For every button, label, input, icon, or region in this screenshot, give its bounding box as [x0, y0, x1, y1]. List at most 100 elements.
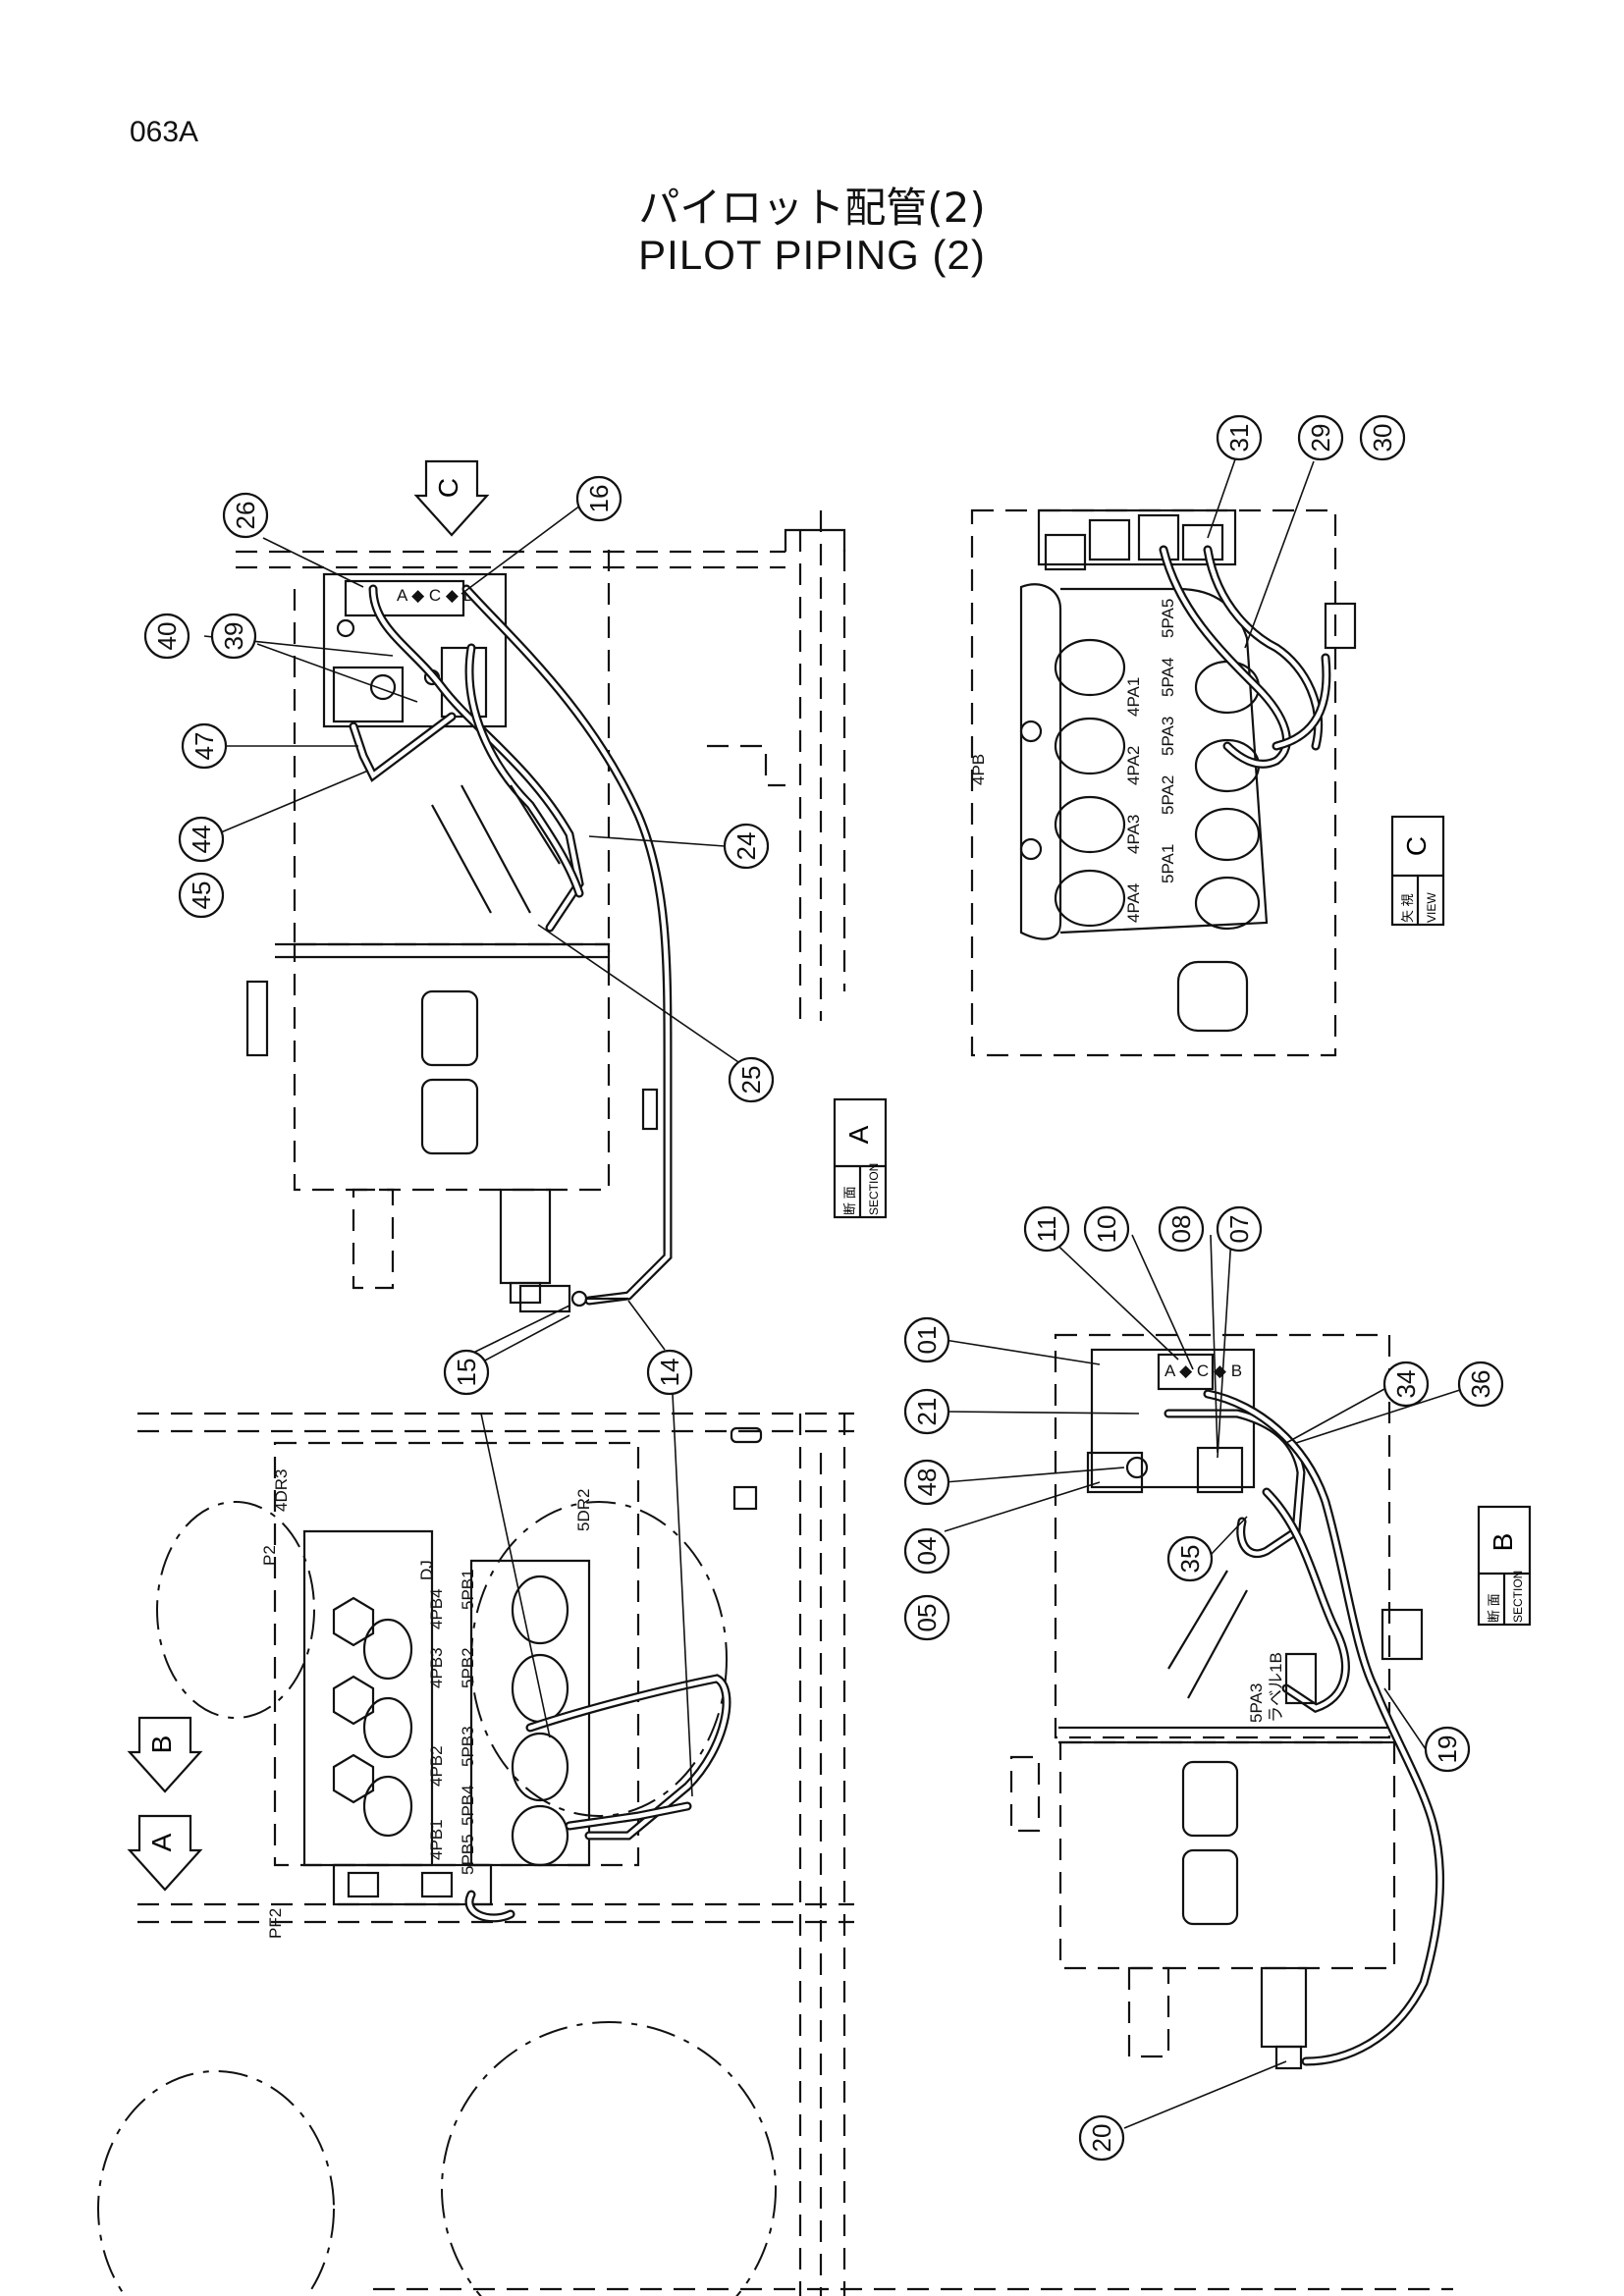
svg-text:A ◆ C ◆ B: A ◆ C ◆ B	[1164, 1362, 1242, 1380]
svg-text:35: 35	[1175, 1545, 1205, 1574]
callout-29: 29	[1297, 414, 1344, 461]
svg-text:47: 47	[189, 732, 219, 761]
svg-text:40: 40	[152, 622, 182, 651]
port-label: P2	[260, 1545, 279, 1566]
callout-26: 26	[222, 492, 269, 539]
callout-16: 16	[575, 475, 623, 522]
svg-text:36: 36	[1466, 1370, 1495, 1399]
view-c-label: C 矢 視 VIEW	[1390, 815, 1445, 927]
port-label: 5PA5	[1159, 599, 1177, 638]
page-number: 063A	[130, 116, 199, 148]
port-label: 4PB4	[427, 1588, 446, 1629]
port-label: 5PB1	[459, 1569, 477, 1610]
svg-text:20: 20	[1087, 2124, 1116, 2153]
svg-text:31: 31	[1224, 424, 1254, 453]
callout-45: 45	[178, 872, 225, 919]
svg-text:44: 44	[187, 826, 216, 854]
svg-text:45: 45	[187, 881, 216, 910]
callout-14: 14	[646, 1349, 693, 1396]
callout-40: 40	[143, 613, 190, 660]
svg-text:SECTION: SECTION	[867, 1163, 881, 1215]
port-label: 4PB3	[427, 1647, 446, 1688]
svg-text:29: 29	[1306, 424, 1335, 453]
svg-text:19: 19	[1433, 1735, 1462, 1764]
callout-04: 04	[903, 1527, 950, 1575]
port-label: 5PA1	[1159, 844, 1177, 883]
callout-01: 01	[903, 1316, 950, 1363]
callout-07: 07	[1216, 1205, 1263, 1253]
svg-text:A: A	[843, 1125, 874, 1144]
svg-text:矢 視: 矢 視	[1400, 893, 1415, 923]
port-label: 5DR2	[574, 1489, 593, 1531]
port-label: 4PA2	[1124, 746, 1143, 785]
section-b-assembly: A ◆ C ◆ B 5PA3 ラベル1B	[944, 1234, 1464, 2129]
port-label: 5PA3	[1159, 717, 1177, 756]
svg-text:C: C	[1401, 836, 1432, 856]
title-japanese: パイロット配管(2)	[638, 184, 986, 232]
callout-39: 39	[210, 613, 257, 660]
svg-text:21: 21	[912, 1398, 942, 1426]
svg-text:10: 10	[1092, 1215, 1121, 1244]
section-a-assembly: A ◆ C ◆ B	[203, 502, 846, 1356]
callout-19: 19	[1424, 1726, 1471, 1773]
port-label: 5PB2	[459, 1647, 477, 1688]
section-a-label: A 断 面 SECTION	[833, 1097, 888, 1219]
svg-text:24: 24	[731, 832, 761, 861]
svg-text:A ◆ C ◆ B: A ◆ C ◆ B	[397, 586, 474, 605]
callout-08: 08	[1158, 1205, 1205, 1253]
callout-25: 25	[728, 1056, 775, 1103]
port-label: 4PB2	[427, 1745, 446, 1787]
port-label: PF2	[266, 1908, 285, 1939]
svg-text:25: 25	[736, 1066, 766, 1095]
svg-text:VIEW: VIEW	[1425, 892, 1438, 923]
port-label: 4DR3	[272, 1469, 291, 1512]
view-c-assembly: 4PB 4PA4 4PA3 4PA2 4PA1 5PA1 5PA2 5PA3 5…	[969, 458, 1357, 1057]
bottom-left-assembly: P2 4DR3 DJ 4PB4 4PB3 4PB2 4PB1 PF2 5DR2 …	[97, 1314, 854, 2296]
view-arrow-c: C	[413, 459, 490, 537]
port-label: 4PB	[969, 754, 988, 785]
section-b-label: B 断 面 SECTION	[1477, 1505, 1532, 1627]
svg-text:14: 14	[655, 1359, 684, 1387]
callout-44: 44	[178, 816, 225, 863]
svg-text:15: 15	[452, 1359, 481, 1387]
port-label: 5PA4	[1159, 658, 1177, 697]
port-label: DJ	[417, 1560, 436, 1580]
callout-05: 05	[903, 1594, 950, 1641]
svg-text:07: 07	[1224, 1215, 1254, 1244]
svg-text:48: 48	[912, 1468, 942, 1497]
callout-24: 24	[723, 823, 770, 870]
view-arrow-a: A	[127, 1814, 203, 1892]
port-label: 4PB1	[427, 1819, 446, 1860]
callout-31: 31	[1216, 414, 1263, 461]
svg-text:SECTION: SECTION	[1511, 1571, 1525, 1623]
callout-20: 20	[1078, 2114, 1125, 2162]
svg-text:05: 05	[912, 1604, 942, 1632]
svg-text:C: C	[433, 478, 463, 498]
svg-text:16: 16	[584, 485, 614, 513]
port-label: 5PB4	[459, 1785, 477, 1826]
port-label: 5PA2	[1159, 775, 1177, 815]
callout-21: 21	[903, 1388, 950, 1435]
svg-text:B: B	[146, 1735, 177, 1754]
svg-text:断 面: 断 面	[1487, 1593, 1501, 1623]
port-label: 4PA3	[1124, 815, 1143, 854]
port-label: 5PB3	[459, 1726, 477, 1767]
callout-10: 10	[1083, 1205, 1130, 1253]
svg-text:11: 11	[1032, 1216, 1061, 1243]
svg-text:08: 08	[1166, 1215, 1196, 1244]
port-label: 5PA3	[1247, 1683, 1266, 1723]
callout-35: 35	[1166, 1535, 1214, 1582]
callout-47: 47	[181, 722, 228, 770]
svg-text:断 面: 断 面	[842, 1186, 857, 1215]
svg-text:30: 30	[1368, 424, 1397, 453]
svg-text:B: B	[1488, 1533, 1518, 1552]
callout-11: 11	[1023, 1205, 1070, 1253]
svg-text:26: 26	[231, 502, 260, 530]
port-label: 5PB5	[459, 1834, 477, 1875]
view-arrow-b: B	[127, 1716, 203, 1793]
svg-text:A: A	[146, 1833, 177, 1851]
port-label: 4PA4	[1124, 883, 1143, 923]
svg-text:39: 39	[219, 622, 248, 651]
svg-text:01: 01	[912, 1326, 942, 1355]
